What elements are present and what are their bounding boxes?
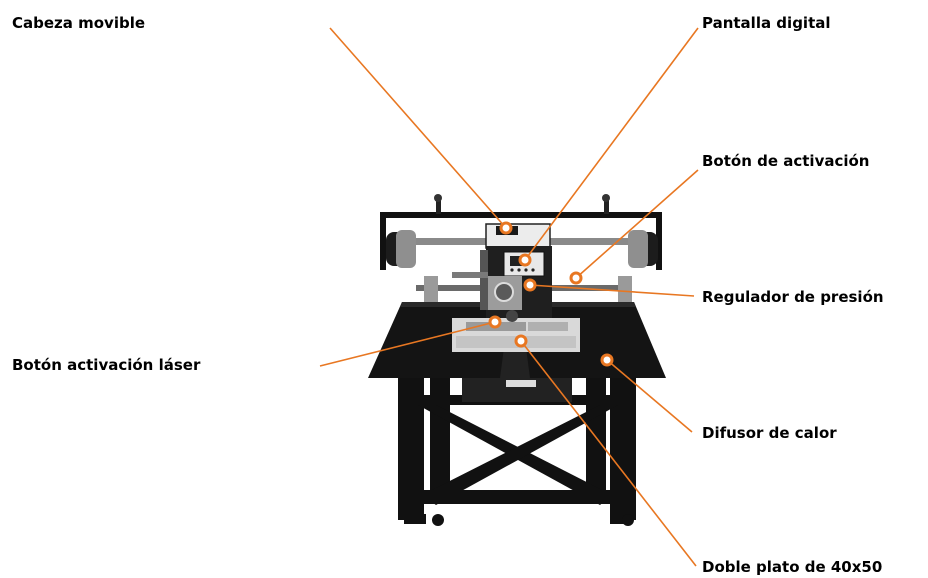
marker-boton-activacion-laser (488, 315, 502, 329)
label-boton-activacion-laser: Botón activación láser (12, 356, 201, 374)
leader-boton-activacion (575, 169, 699, 279)
leader-difusor-calor (606, 359, 693, 433)
marker-pantalla-digital (518, 253, 532, 267)
callout-labels: Cabeza movible Pantalla digital Botón de… (12, 14, 884, 576)
marker-regulador-presion (523, 278, 537, 292)
marker-difusor-calor (600, 353, 614, 367)
label-doble-plato: Doble plato de 40x50 (702, 558, 882, 576)
label-cabeza-movible: Cabeza movible (12, 14, 145, 32)
label-pantalla-digital: Pantalla digital (702, 14, 831, 32)
heat-press-machine (368, 194, 666, 526)
marker-boton-activacion (569, 271, 583, 285)
side-rollers (386, 230, 658, 302)
leader-doble-plato (520, 340, 697, 567)
leader-cabeza-movible (329, 27, 507, 229)
leader-pantalla-digital (524, 27, 699, 261)
callout-markers (488, 221, 614, 367)
label-regulador-presion: Regulador de presión (702, 288, 884, 306)
leader-boton-activacion-laser (319, 321, 496, 367)
label-difusor-calor: Difusor de calor (702, 424, 837, 442)
leader-lines (319, 27, 699, 567)
leader-regulador-presion (529, 284, 695, 297)
marker-doble-plato (514, 334, 528, 348)
marker-cabeza-movible (499, 221, 513, 235)
label-boton-activacion: Botón de activación (702, 152, 870, 170)
center-label-sticker (506, 380, 536, 387)
